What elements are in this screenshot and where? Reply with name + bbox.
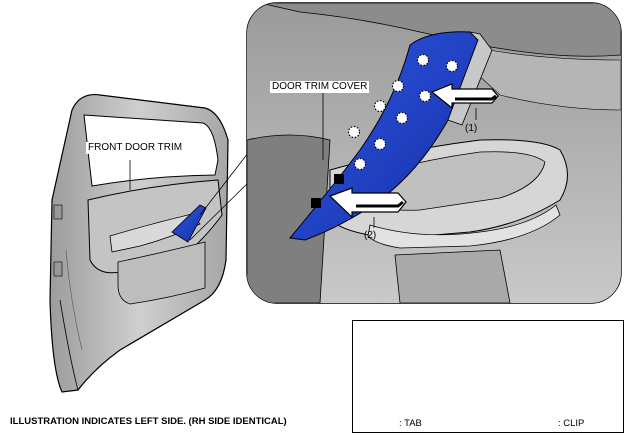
label-front-door-trim: FRONT DOOR TRIM — [86, 142, 185, 154]
arrow-step-1 — [430, 83, 499, 120]
front-door-illustration — [49, 93, 229, 393]
clip-markers — [311, 174, 344, 208]
legend-clip-label: : CLIP — [558, 418, 585, 429]
detail-panel — [246, 2, 622, 304]
arrow-step-2 — [328, 187, 407, 228]
label-step-1: (1) — [465, 123, 478, 134]
label-step-2: (2) — [364, 230, 377, 241]
zoom-connector-top — [199, 147, 253, 216]
zoom-connector-bottom — [189, 177, 254, 241]
legend-box — [352, 320, 624, 433]
legend-tab-label: : TAB — [399, 418, 422, 429]
label-door-trim-cover: DOOR TRIM COVER — [270, 81, 370, 93]
tab-markers — [347, 53, 459, 171]
illustration-footnote: ILLUSTRATION INDICATES LEFT SIDE. (RH SI… — [10, 416, 287, 427]
